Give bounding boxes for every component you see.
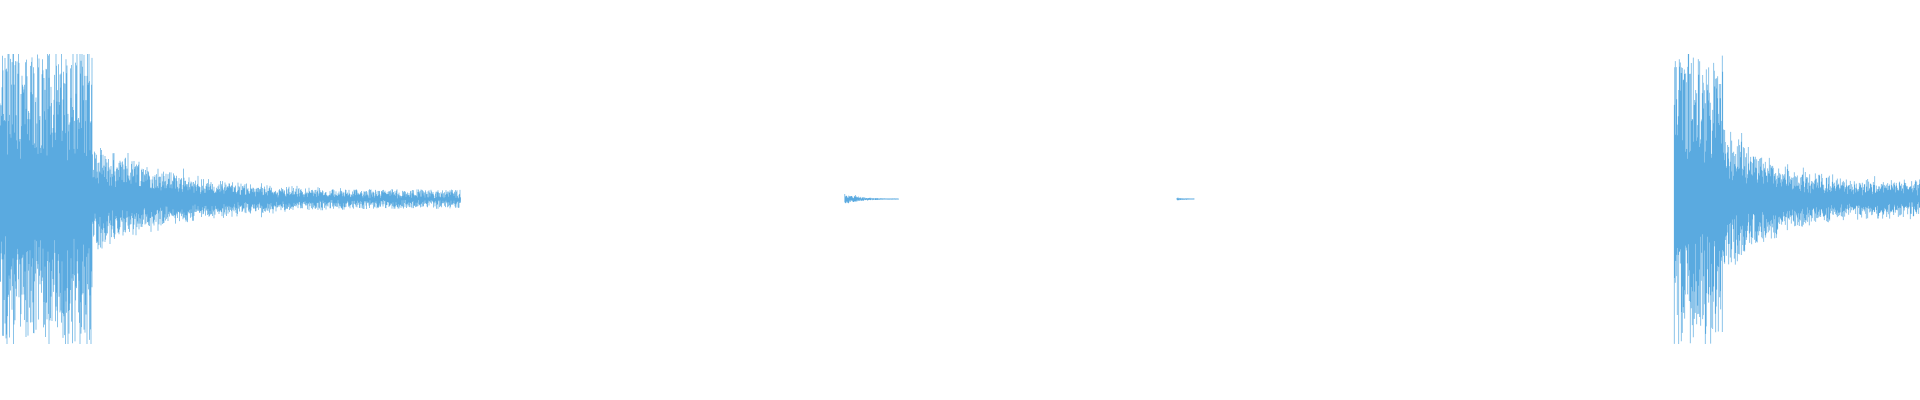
waveform-segment-burst-2 xyxy=(1673,54,1920,344)
waveform-trace-burst-1 xyxy=(0,54,461,344)
waveform-trace-burst-2 xyxy=(1673,54,1920,344)
waveform-segment-burst-1 xyxy=(0,54,461,344)
waveform-segment-blip-2 xyxy=(1176,197,1195,201)
waveform-segment-blip-1 xyxy=(844,193,899,204)
